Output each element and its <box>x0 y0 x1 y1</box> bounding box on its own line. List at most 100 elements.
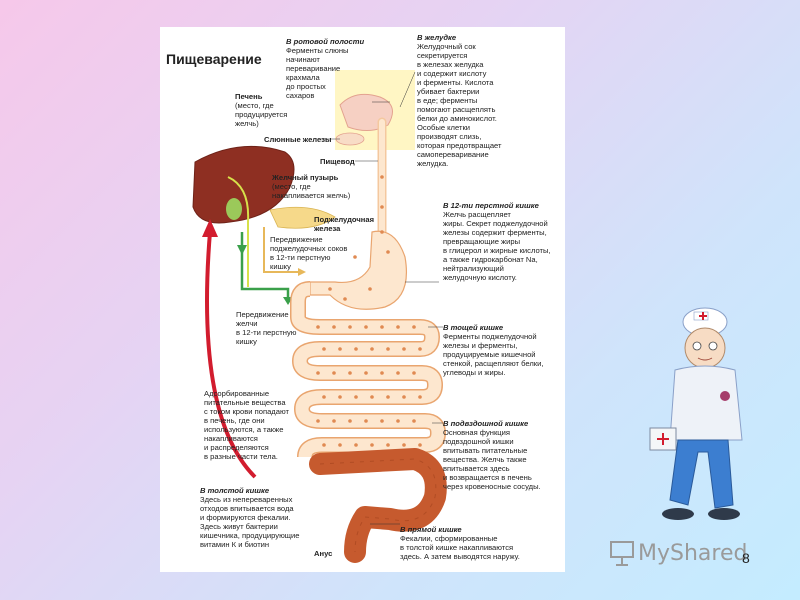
label-pancreas-line: Поджелудочная <box>314 215 375 224</box>
intestine-dot <box>418 443 422 447</box>
label-pancreas: Поджелудочная железа <box>314 215 374 233</box>
label-duodenum-line: железы содержит ферменты, <box>443 228 547 237</box>
label-ileum-line: вещества. Желчь также <box>443 455 527 464</box>
intestine-dot <box>322 347 326 351</box>
intestine-dot <box>412 419 416 423</box>
stomach <box>309 230 408 310</box>
intestine-dot <box>380 230 384 234</box>
label-colon: В толстой кишке Здесь из непереваренных … <box>200 486 320 549</box>
label-mouth-title: В ротовой полости <box>286 37 365 46</box>
bile-flow-arrow <box>240 232 290 299</box>
label-stomach-line: в еде; ферменты <box>417 96 478 105</box>
label-absorbed-line: Адсорбированные <box>204 389 270 398</box>
label-absorbed-line: используются, а также <box>204 425 284 434</box>
label-rectum-line: Фекалии, сформированные <box>400 534 498 543</box>
label-pancreatic-line: Передвижение <box>270 235 323 244</box>
label-pancreatic-line: в 12-ти перстную <box>270 253 331 262</box>
page-number: 8 <box>742 550 750 566</box>
label-stomach-line: Особые клетки <box>417 123 471 132</box>
label-duodenum-line: нейтрализующий <box>443 264 504 273</box>
intestine-dot <box>396 371 400 375</box>
large-intestine-texture <box>319 458 437 553</box>
intestine-dot <box>380 371 384 375</box>
intestine-dot <box>402 395 406 399</box>
intestine-dot <box>348 325 352 329</box>
label-duodenum-line: превращающие жиры <box>443 237 521 246</box>
label-stomach-line: производят слизь, <box>417 132 482 141</box>
label-duodenum-title: В 12-ти перстной кишке <box>443 201 539 210</box>
label-stomach: В желудке Желудочный сок секретируется в… <box>417 33 557 168</box>
label-liver-line: (место, где <box>235 101 274 110</box>
intestine-dot <box>380 175 384 179</box>
label-mouth-line: до простых <box>286 82 326 91</box>
intestine-dot <box>316 419 320 423</box>
intestine-dot <box>332 325 336 329</box>
label-absorbed-line: и распределяются <box>204 443 269 452</box>
label-stomach-line: самопереваривание <box>417 150 489 159</box>
intestine-dot <box>418 395 422 399</box>
intestine-dot <box>354 443 358 447</box>
intestine-dot <box>412 325 416 329</box>
label-mouth-line: переваривание <box>286 64 341 73</box>
label-colon-line: отходов впитывается вода <box>200 504 294 513</box>
label-bile-line: кишку <box>236 337 257 346</box>
leader-stomach <box>399 71 416 108</box>
digestive-diagram <box>192 70 447 563</box>
liver <box>192 145 295 224</box>
label-gallbladder: Желчный пузырь (место, где накапливается… <box>272 173 382 200</box>
label-bile-move: Передвижение желчи в 12-ти перстную кишк… <box>236 310 316 346</box>
intestine-dot <box>402 443 406 447</box>
intestine-dot <box>348 371 352 375</box>
label-absorbed-line: в разные части тела. <box>204 452 278 461</box>
blood-return-arrow <box>205 231 257 479</box>
label-ileum-line: подвздошной кишки <box>443 437 514 446</box>
label-bile-line: в 12-ти перстную <box>236 328 297 337</box>
intestine-dot <box>343 297 347 301</box>
presentation-icon <box>610 541 634 566</box>
label-gallbladder-line: накапливается желчь) <box>272 191 351 200</box>
label-absorbed-line: питательные вещества <box>204 398 286 407</box>
intestine-dot <box>353 255 357 259</box>
label-colon-line: витамин К и биотин <box>200 540 270 549</box>
label-liver: Печень (место, где продуцируется желчь) <box>235 92 315 128</box>
label-mouth: В ротовой полости Ферменты слюны начинаю… <box>286 37 386 100</box>
intestine-dot <box>322 395 326 399</box>
intestine-dot <box>418 347 422 351</box>
label-colon-line: Здесь живут бактерии <box>200 522 278 531</box>
bile-arrow-head-2 <box>237 245 247 255</box>
label-colon-line: и формируются фекалии. <box>200 513 291 522</box>
label-rectum: В прямой кишке Фекалии, сформированные в… <box>400 525 560 561</box>
label-pancreatic-juice: Передвижение поджелудочных соков в 12-ти… <box>270 235 370 271</box>
label-jejunum-line: продуцируемые кишечной <box>443 350 536 359</box>
pancreatic-arrow-head <box>298 268 306 276</box>
intestine-dot <box>412 371 416 375</box>
label-liver-line: продуцируется <box>235 110 288 119</box>
label-mouth-line: начинают <box>286 55 320 64</box>
label-stomach-line: желудка. <box>417 159 449 168</box>
label-jejunum-line: Ферменты поджелудочной <box>443 332 537 341</box>
label-duodenum: В 12-ти перстной кишке Желчь расщепляет … <box>443 201 563 282</box>
intestine-dot <box>338 443 342 447</box>
label-colon-line: Здесь из непереваренных <box>200 495 293 504</box>
label-stomach-title: В желудке <box>417 33 457 42</box>
label-stomach-line: Желудочный сок <box>417 42 476 51</box>
diagram-title: Пищеварение <box>166 51 262 67</box>
label-jejunum-line: железы и ферменты, <box>443 341 518 350</box>
salivary-gland <box>335 132 365 146</box>
diagram-card: Пищеварение В ротовой полости Ферменты с… <box>160 27 565 572</box>
watermark-text: MyShared <box>638 540 748 566</box>
label-pancreatic-line: поджелудочных соков <box>270 244 348 253</box>
intestine-dot <box>338 347 342 351</box>
label-ileum: В подвздошной кишке Основная функция под… <box>443 419 563 491</box>
label-stomach-line: белки до аминокислот. <box>417 114 497 123</box>
label-absorbed-line: в печень, где они <box>204 416 265 425</box>
intestine-dot <box>380 419 384 423</box>
intestine-dot <box>370 395 374 399</box>
label-bile-line: Передвижение <box>236 310 289 319</box>
label-ileum-line: впитывать питательные <box>443 446 528 455</box>
gallbladder <box>226 198 242 220</box>
intestine-dot <box>396 325 400 329</box>
intestine-dot <box>322 443 326 447</box>
myshared-watermark: MyShared <box>608 538 747 568</box>
label-ileum-line: Основная функция <box>443 428 510 437</box>
